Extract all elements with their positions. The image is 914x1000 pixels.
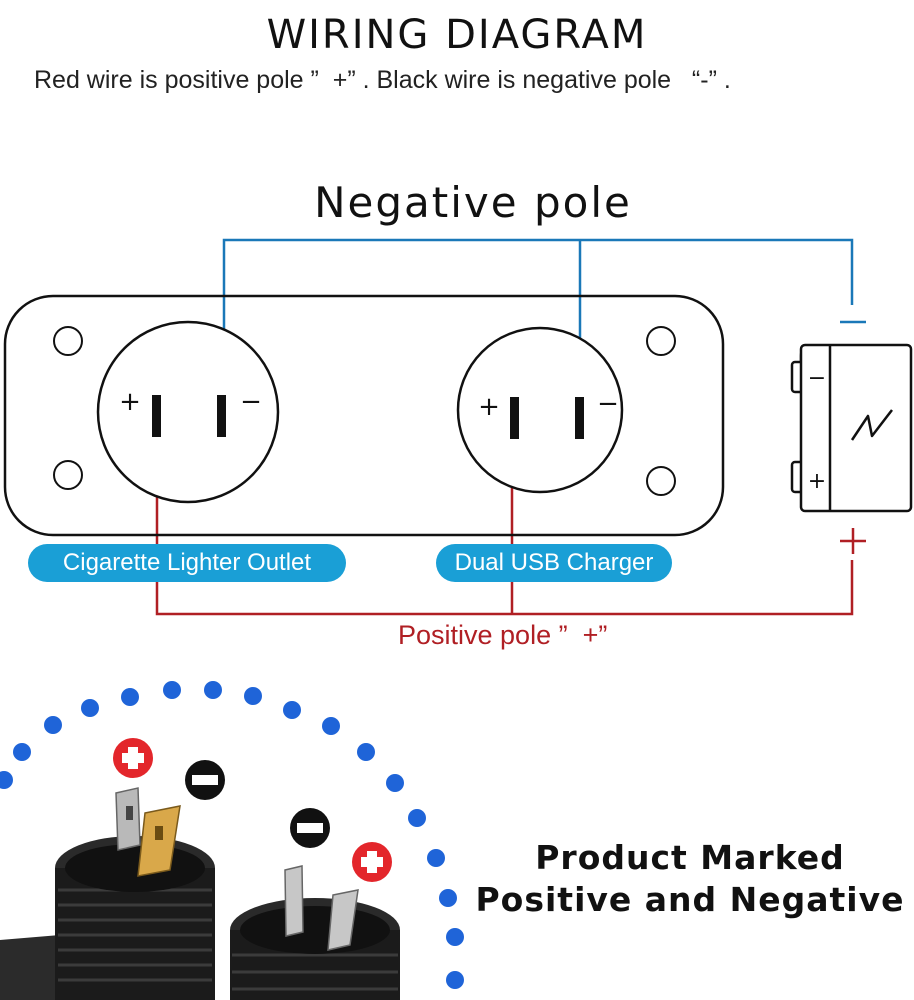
dotted-arc <box>0 681 464 989</box>
outlet-label-cigarette-lighter: Cigarette Lighter Outlet <box>28 544 346 582</box>
mount-hole <box>646 466 676 496</box>
mount-hole <box>646 326 676 356</box>
plus-badge-icon <box>113 738 153 778</box>
product-marked-line2: Positive and Negative <box>475 880 905 919</box>
diagram-title: WIRING DIAGRAM <box>266 12 648 58</box>
negative-terminal <box>217 395 226 437</box>
terminal-plus-symbol: + <box>478 392 500 422</box>
usb-charger-socket-photo <box>230 865 400 1000</box>
positive-terminal <box>152 395 161 437</box>
lightning-icon <box>850 409 893 441</box>
product-marked-line1: Product Marked <box>535 838 845 877</box>
switch-panel <box>3 294 725 537</box>
terminal-minus-symbol: − <box>597 389 619 419</box>
cigarette-lighter-socket <box>96 320 280 504</box>
negative-pole-label: Negative pole <box>314 178 632 227</box>
mount-hole <box>53 326 83 356</box>
outlet-label-usb-charger: Dual USB Charger <box>436 544 672 582</box>
cigarette-lighter-socket-photo <box>0 787 215 1000</box>
usb-charger-socket <box>456 326 624 494</box>
mount-hole <box>53 460 83 490</box>
battery-minus-symbol: − <box>808 366 826 391</box>
battery <box>790 343 913 513</box>
negative-terminal <box>575 397 584 439</box>
minus-badge-icon <box>290 808 330 848</box>
terminal-minus-symbol: − <box>240 387 262 417</box>
wire-color-note: Red wire is positive pole ” +” . Black w… <box>34 66 731 94</box>
minus-badge-icon <box>185 760 225 800</box>
positive-pole-label: Positive pole ” +” <box>398 620 608 650</box>
battery-plus-symbol: + <box>808 469 826 494</box>
plus-badge-icon <box>352 842 392 882</box>
positive-wire-marker <box>840 528 866 554</box>
terminal-plus-symbol: + <box>119 387 141 417</box>
positive-terminal <box>510 397 519 439</box>
